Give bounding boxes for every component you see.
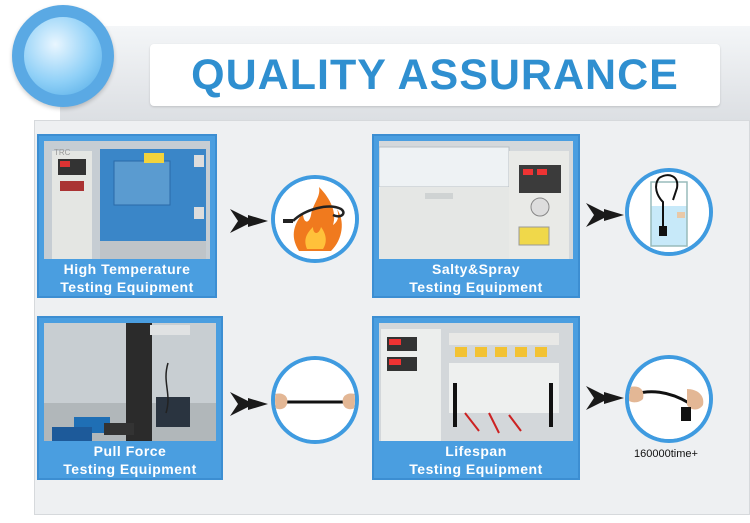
bend-test-bubble	[625, 355, 713, 443]
card-caption: Lifespan Testing Equipment	[374, 442, 578, 478]
card-salty-spray: Salty&Spray Testing Equipment	[372, 134, 580, 298]
banner-panel	[150, 44, 720, 106]
water-test-bubble	[625, 168, 713, 256]
arrow-right-icon	[230, 209, 268, 233]
arrow-right-icon	[586, 203, 624, 227]
pull-test-bubble	[271, 356, 359, 444]
caption-line-1: High Temperature	[63, 261, 191, 277]
oven-photo: TRC	[44, 141, 210, 259]
caption-line-2: Testing Equipment	[63, 461, 197, 477]
page-title: QUALITY ASSURANCE	[191, 51, 679, 99]
card-caption: High Temperature Testing Equipment	[39, 260, 215, 296]
card-lifespan: Lifespan Testing Equipment	[372, 316, 580, 480]
caption-line-1: Lifespan	[445, 443, 507, 459]
lifespan-cycle-count: 160000time+	[634, 448, 698, 460]
pull-force-photo	[44, 323, 216, 441]
card-pull-force: Pull Force Testing Equipment	[37, 316, 223, 480]
caption-line-1: Pull Force	[93, 443, 167, 459]
lifespan-photo	[379, 323, 573, 441]
card-caption: Pull Force Testing Equipment	[39, 442, 221, 478]
oven-badge: TRC	[54, 148, 71, 157]
card-high-temperature: TRC High Temperature Testing Equipment	[37, 134, 217, 298]
arrow-right-icon	[230, 392, 268, 416]
salt-spray-photo	[379, 141, 573, 259]
caption-line-2: Testing Equipment	[409, 461, 543, 477]
caption-line-2: Testing Equipment	[60, 279, 194, 295]
caption-line-2: Testing Equipment	[409, 279, 543, 295]
caption-line-1: Salty&Spray	[432, 261, 520, 277]
logo-icon	[24, 17, 102, 95]
arrow-right-icon	[586, 386, 624, 410]
card-caption: Salty&Spray Testing Equipment	[374, 260, 578, 296]
fire-test-bubble	[271, 175, 359, 263]
